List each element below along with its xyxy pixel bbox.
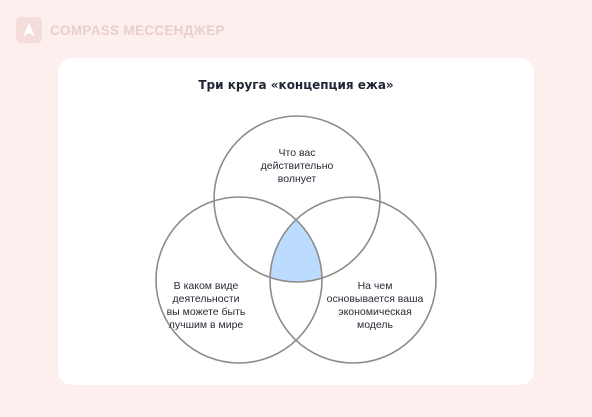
circle-best-in-world-label: В каком виде деятельности вы можете быть… — [166, 280, 246, 331]
brand-name: COMPASS МЕССЕНДЖЕР — [50, 22, 225, 38]
circle-best-in-world — [155, 196, 323, 364]
circle-passion — [213, 115, 381, 283]
diagram-title: Три круга «концепция ежа» — [198, 78, 394, 92]
compass-logo-icon — [16, 17, 42, 43]
compass-triangle-icon — [23, 23, 35, 37]
diagram-card: Три круга «концепция ежа» Что вас действ… — [58, 58, 534, 385]
circle-economic-engine-label: На чем основывается ваша экономическая м… — [326, 280, 424, 331]
venn-diagram — [155, 115, 437, 364]
circle-passion-label: Что вас действительно волнует — [260, 147, 334, 185]
circle-economic-engine — [269, 196, 437, 364]
brand: COMPASS МЕССЕНДЖЕР — [16, 17, 225, 43]
